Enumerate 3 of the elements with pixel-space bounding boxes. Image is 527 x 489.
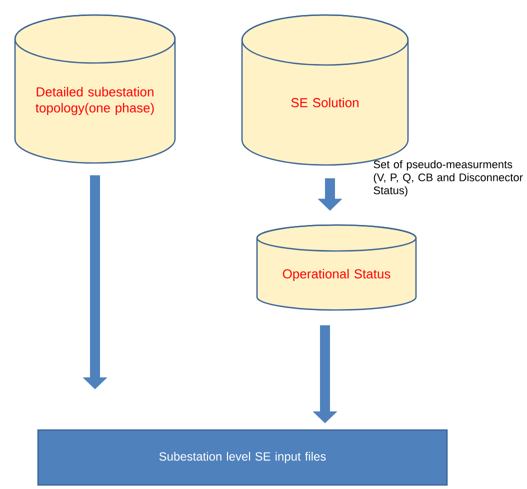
database-cylinder: Operational Status	[256, 224, 417, 311]
process-box: Subestation level SE input files	[37, 429, 448, 486]
database-cylinder: Detailed subestation topology(one phase)	[14, 14, 176, 164]
